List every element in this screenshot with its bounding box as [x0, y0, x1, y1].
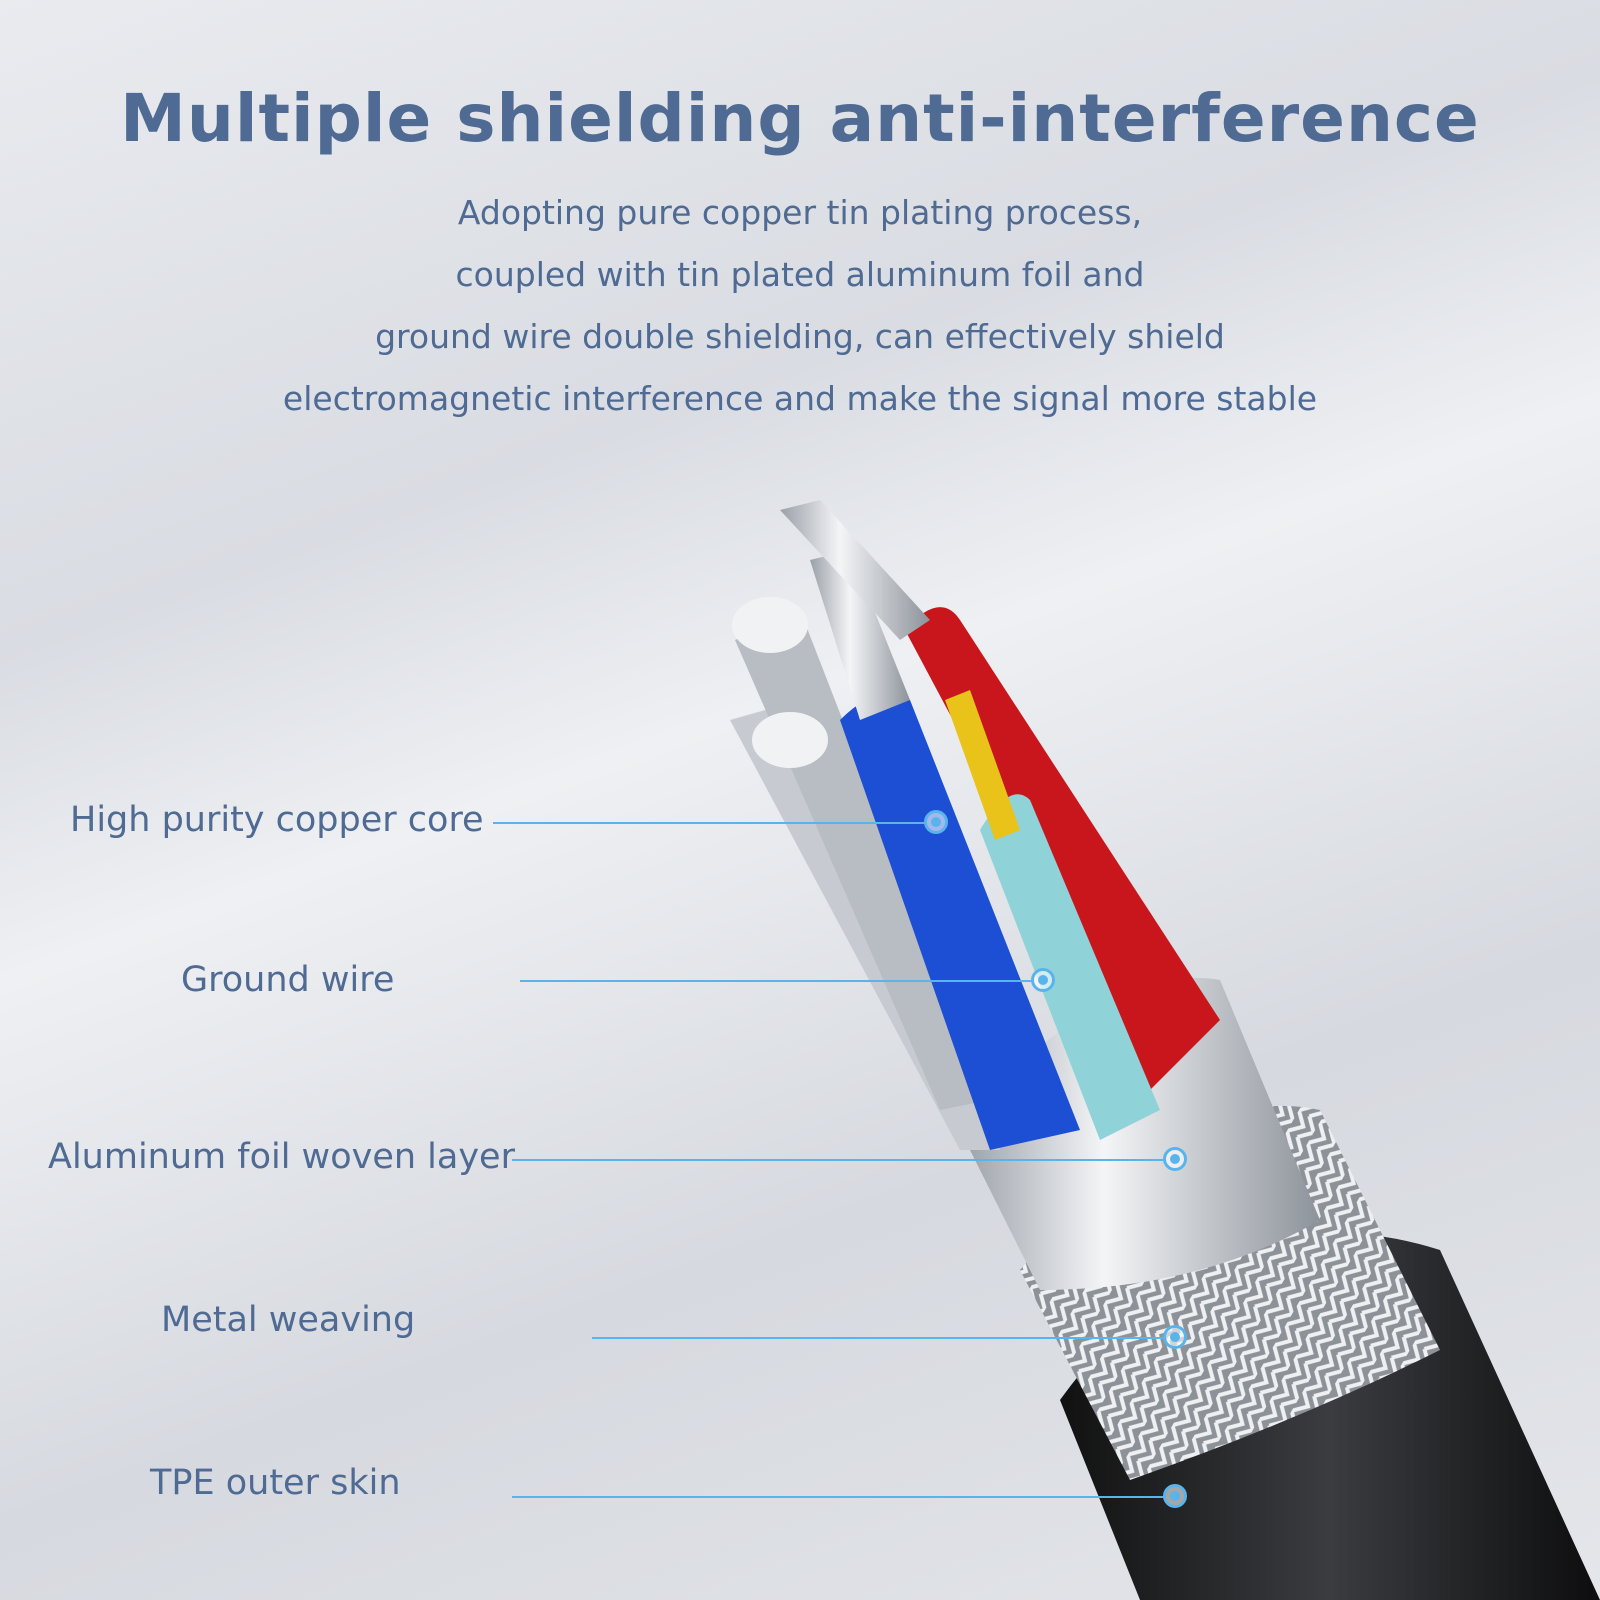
- callout-line: [512, 1496, 1164, 1498]
- callout-line: [512, 1159, 1164, 1161]
- callout-marker: [1163, 1484, 1187, 1508]
- callout-label-ground-wire: Ground wire: [181, 960, 395, 1000]
- description-line: electromagnetic interference and make th…: [282, 379, 1318, 418]
- cyan-wire: [980, 794, 1160, 1140]
- callout-marker: [924, 810, 948, 834]
- callout-label-tpe-outer-skin: TPE outer skin: [150, 1463, 401, 1503]
- blue-wire: [840, 693, 1080, 1150]
- callout-line: [520, 980, 1032, 982]
- callout-label-copper-core: High purity copper core: [70, 800, 484, 840]
- callout-marker: [1163, 1147, 1187, 1171]
- description-line: Adopting pure copper tin plating process…: [457, 193, 1143, 232]
- page-title: Multiple shielding anti-interference: [120, 80, 1480, 157]
- description: Adopting pure copper tin plating process…: [0, 182, 1600, 430]
- callout-label-aluminum-foil: Aluminum foil woven layer: [48, 1137, 515, 1177]
- ground-wire-strands: [730, 597, 1000, 1150]
- callout-marker: [1031, 968, 1055, 992]
- red-wire: [905, 607, 1220, 1090]
- description-line: ground wire double shielding, can effect…: [375, 317, 1225, 356]
- callout-line: [493, 822, 925, 824]
- callout-marker: [1163, 1325, 1187, 1349]
- copper-cores: [780, 500, 930, 720]
- description-line: coupled with tin plated aluminum foil an…: [455, 255, 1145, 294]
- callout-label-metal-weaving: Metal weaving: [161, 1300, 416, 1340]
- yellow-wire: [945, 690, 1020, 840]
- callout-line: [592, 1337, 1164, 1339]
